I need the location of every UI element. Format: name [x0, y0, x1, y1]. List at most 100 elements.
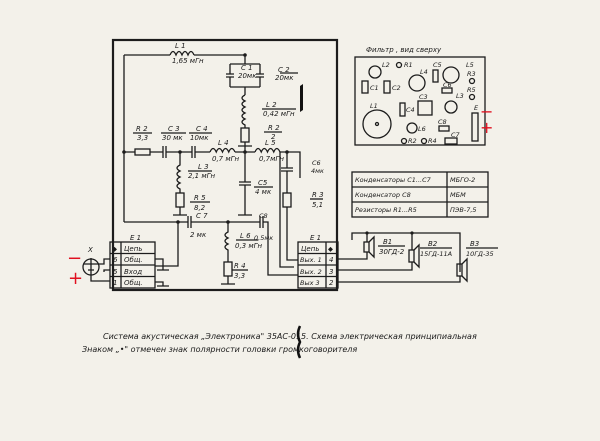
- pen-bracket: [296, 325, 302, 359]
- l4-value: 0,7 мГн: [212, 155, 240, 163]
- c6-name: C6: [312, 159, 321, 167]
- caption-line-2: Знаком „•" отмечен знак полярности голов…: [82, 345, 357, 354]
- capacitors-c7-c8: [187, 216, 264, 228]
- c7-value: 2 мк: [190, 231, 207, 239]
- wire-top: [123, 54, 245, 222]
- e1-left-pin: 5: [113, 268, 118, 276]
- connector-e1-input: E 1 ◆ Цепь 6 Общ. 5 Вход 1 Общ.: [109, 234, 169, 289]
- l2-value: 0,42 мГн: [263, 110, 295, 118]
- c2-name: C 2: [278, 66, 290, 74]
- e1-right-label: Вых. 1: [300, 256, 322, 264]
- svg-text:C3: C3: [419, 93, 428, 101]
- r5-value: 8,2: [194, 204, 206, 212]
- c7-name: C 7: [196, 212, 208, 220]
- capacitors-c3-c4: [162, 146, 196, 158]
- svg-text:C7: C7: [451, 131, 461, 139]
- c4-value: 10мк: [190, 134, 209, 142]
- c2-value: 20мк: [275, 74, 294, 82]
- e1-right-header-pin: ◆: [328, 245, 333, 253]
- svg-text:L4: L4: [420, 68, 428, 76]
- l4-name: L 4: [218, 139, 229, 147]
- resistor-r2-series: [240, 127, 250, 143]
- resistor-r5: [175, 192, 185, 208]
- resistor-r4: [223, 261, 233, 277]
- connector-x-label: X: [87, 246, 93, 254]
- e1-left-label: Общ.: [124, 256, 143, 264]
- c3-value: 30 мк: [162, 134, 183, 142]
- table-cell: МБГО-2: [450, 176, 475, 184]
- filter-top-view: Фильтр , вид сверху L2 R1 C5 L5 L4 R3 C1…: [354, 46, 493, 146]
- e1-left-header-pin: ◆: [112, 245, 117, 253]
- r2-value: 3,3: [137, 134, 148, 142]
- minus-sign: −: [67, 248, 82, 269]
- speaker-b2: [408, 243, 420, 269]
- inductor-l4: [209, 147, 236, 154]
- l1-name: L 1: [175, 42, 186, 50]
- minus-sign: −: [480, 102, 493, 121]
- e1-left-label: Вход: [124, 268, 142, 276]
- c6-value: 4мк: [311, 167, 324, 175]
- svg-text:R2: R2: [408, 137, 417, 145]
- e1-right-pin: 4: [329, 256, 333, 264]
- e1-left-header-label: Цепь: [124, 245, 142, 253]
- r2-name: R 2: [136, 125, 148, 133]
- r3-name: R 3: [312, 191, 324, 199]
- e1-right-label: Вых. 2: [300, 268, 322, 276]
- c4-name: C 4: [196, 125, 208, 133]
- svg-text:L5: L5: [466, 61, 474, 69]
- caption-line-1: Система акустическая „Электроника" 35АС-…: [103, 332, 477, 341]
- svg-text:L2: L2: [382, 61, 390, 69]
- svg-text:C6: C6: [443, 81, 452, 89]
- r5-name: R 5: [194, 194, 206, 202]
- e1-right-label: Вых 3: [300, 279, 320, 287]
- filter-layout-title: Фильтр , вид сверху: [366, 46, 442, 54]
- branch-l3-r5: [173, 152, 187, 216]
- b3-name: B3: [470, 240, 479, 248]
- inductor-l5: [254, 147, 281, 154]
- c5-name: C5: [258, 179, 268, 187]
- e1-left-title: E 1: [130, 234, 141, 242]
- c1-value: 20мк: [238, 72, 257, 80]
- e1-right-pin: 2: [329, 279, 334, 287]
- l2-name: L 2: [266, 101, 277, 109]
- connector-x: X − +: [67, 246, 110, 289]
- svg-text:R4: R4: [428, 137, 437, 145]
- c1-name: C 1: [241, 64, 253, 72]
- c8-value: 0,5мк: [254, 234, 273, 242]
- table-cell: Конденсатор С8: [355, 191, 411, 199]
- svg-text:R1: R1: [404, 61, 413, 69]
- table-cell: Резисторы R1...R5: [355, 206, 417, 214]
- svg-text:R5: R5: [467, 86, 476, 94]
- svg-text:L3: L3: [456, 92, 464, 100]
- l3-name: L 3: [198, 163, 209, 171]
- speakers: B1 30ГД-2 B2 15ГД-11А B3 10ГД-35: [351, 231, 498, 283]
- c8-name: C8: [259, 212, 268, 220]
- b1-name: B1: [383, 238, 392, 246]
- capacitors-c1-c2: [226, 55, 264, 95]
- r4-name: R 4: [234, 262, 246, 270]
- svg-text:L1: L1: [370, 102, 378, 110]
- l5-value: 0,7мГн: [259, 155, 284, 163]
- wire-bottom: [124, 221, 298, 276]
- l1-value: 1,65 мГн: [172, 57, 204, 65]
- svg-text:C1: C1: [370, 84, 379, 92]
- svg-text:C2: C2: [392, 84, 401, 92]
- branch-l6-r4: [221, 222, 235, 285]
- e1-right-pin: 3: [329, 268, 333, 276]
- speaker-b3: [456, 257, 468, 283]
- plus-sign: +: [480, 118, 493, 137]
- e1-left-label: Общ.: [124, 279, 143, 287]
- resistor-r3: [282, 192, 292, 208]
- resistor-r2: [134, 148, 151, 156]
- table-cell: МБМ: [450, 191, 466, 199]
- l3-value: 2,1 мГн: [188, 172, 216, 180]
- table-cell: ПЭВ-7,5: [450, 206, 477, 214]
- plus-sign: +: [68, 268, 83, 289]
- c5-value: 4 мк: [255, 188, 272, 196]
- e1-left-pin: 1: [113, 279, 117, 287]
- r2a-value: 2: [271, 133, 276, 141]
- filter-board-frame: [111, 38, 339, 292]
- branch-c6-r3: [281, 152, 298, 261]
- svg-text:R3: R3: [467, 70, 476, 78]
